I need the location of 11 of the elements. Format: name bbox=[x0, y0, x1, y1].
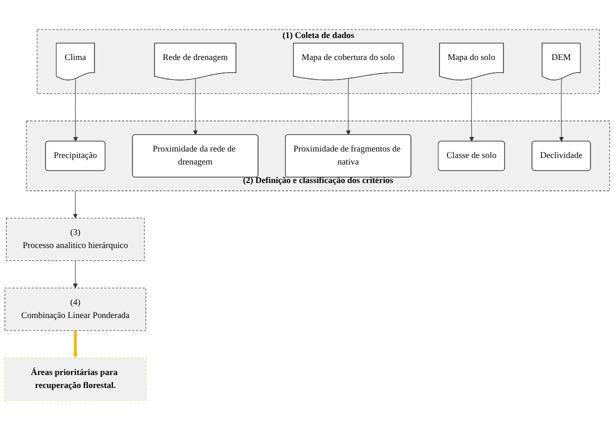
arrow bbox=[559, 78, 564, 142]
arrow bbox=[193, 78, 198, 136]
node-box: (3) Processo analitico hierárquico bbox=[6, 218, 145, 261]
node-box: (4) Combinação Linear Ponderada bbox=[4, 288, 146, 331]
arrow bbox=[72, 260, 78, 288]
arrow bbox=[346, 78, 351, 136]
arrow bbox=[72, 330, 78, 358]
arrow bbox=[469, 78, 474, 142]
node-box: Áreas prioritárias para recuperação florestal. bbox=[4, 358, 147, 401]
arrow bbox=[73, 78, 78, 142]
arrow bbox=[72, 190, 78, 218]
